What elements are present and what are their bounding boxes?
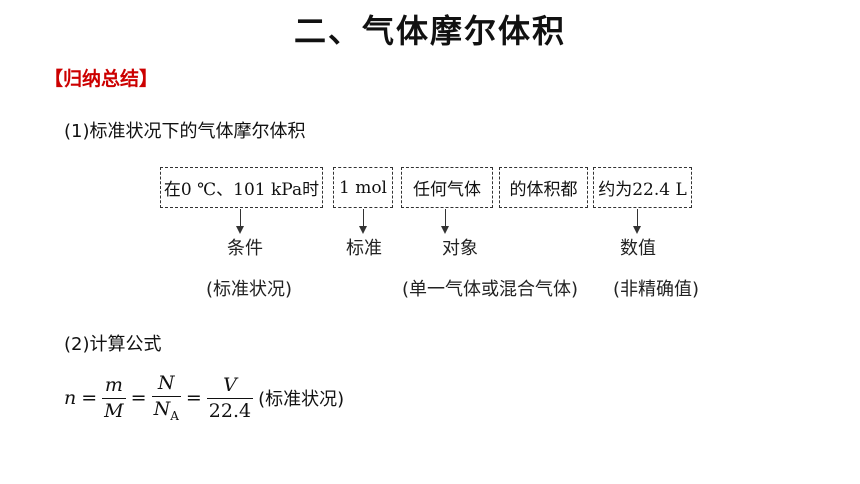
na-subscript: A — [170, 408, 179, 423]
formula-equals: = — [185, 387, 202, 409]
na-base: N — [153, 398, 171, 421]
denominator-molar-volume: 22.4 — [206, 397, 254, 422]
summary-tag: 【归纳总结】 — [44, 68, 159, 90]
formula: n = m M = N NA = V 22.4 (标准状况) — [64, 370, 344, 426]
denominator-M: M — [102, 397, 126, 422]
fraction-V-over-Vm: V 22.4 — [206, 373, 254, 422]
section-1-heading: (1)标准状况下的气体摩尔体积 — [64, 121, 306, 142]
formula-n: n — [64, 387, 77, 409]
label-object: 对象 — [442, 238, 478, 259]
page-title: 二、气体摩尔体积 — [293, 12, 566, 50]
label-standard: 标准 — [346, 238, 382, 259]
note-value: (非精确值) — [612, 279, 700, 300]
numerator-N: N — [157, 372, 175, 395]
formula-equals: = — [81, 387, 98, 409]
numerator-m: m — [104, 373, 123, 396]
denominator-NA: NA — [151, 396, 181, 423]
numerator-V: V — [223, 373, 237, 396]
arrow-condition — [236, 209, 244, 234]
formula-equals: = — [130, 387, 147, 409]
box-amount: 1 mol — [333, 167, 393, 208]
box-value: 约为22.4 L — [593, 167, 692, 208]
label-condition: 条件 — [227, 238, 263, 259]
arrow-standard — [359, 209, 367, 234]
box-condition: 在0 ℃、101 kPa时 — [160, 167, 323, 208]
box-object: 任何气体 — [401, 167, 493, 208]
fraction-m-over-M: m M — [102, 373, 126, 422]
box-volume: 的体积都 — [499, 167, 588, 208]
note-condition: (标准状况) — [205, 279, 293, 300]
arrow-value — [633, 209, 641, 234]
label-value: 数值 — [620, 238, 656, 259]
section-2-heading: (2)计算公式 — [64, 334, 162, 355]
arrow-object — [441, 209, 449, 234]
fraction-N-over-NA: N NA — [151, 372, 181, 423]
formula-condition-note: (标准状况) — [258, 389, 345, 410]
note-object: (单一气体或混合气体) — [401, 279, 579, 300]
